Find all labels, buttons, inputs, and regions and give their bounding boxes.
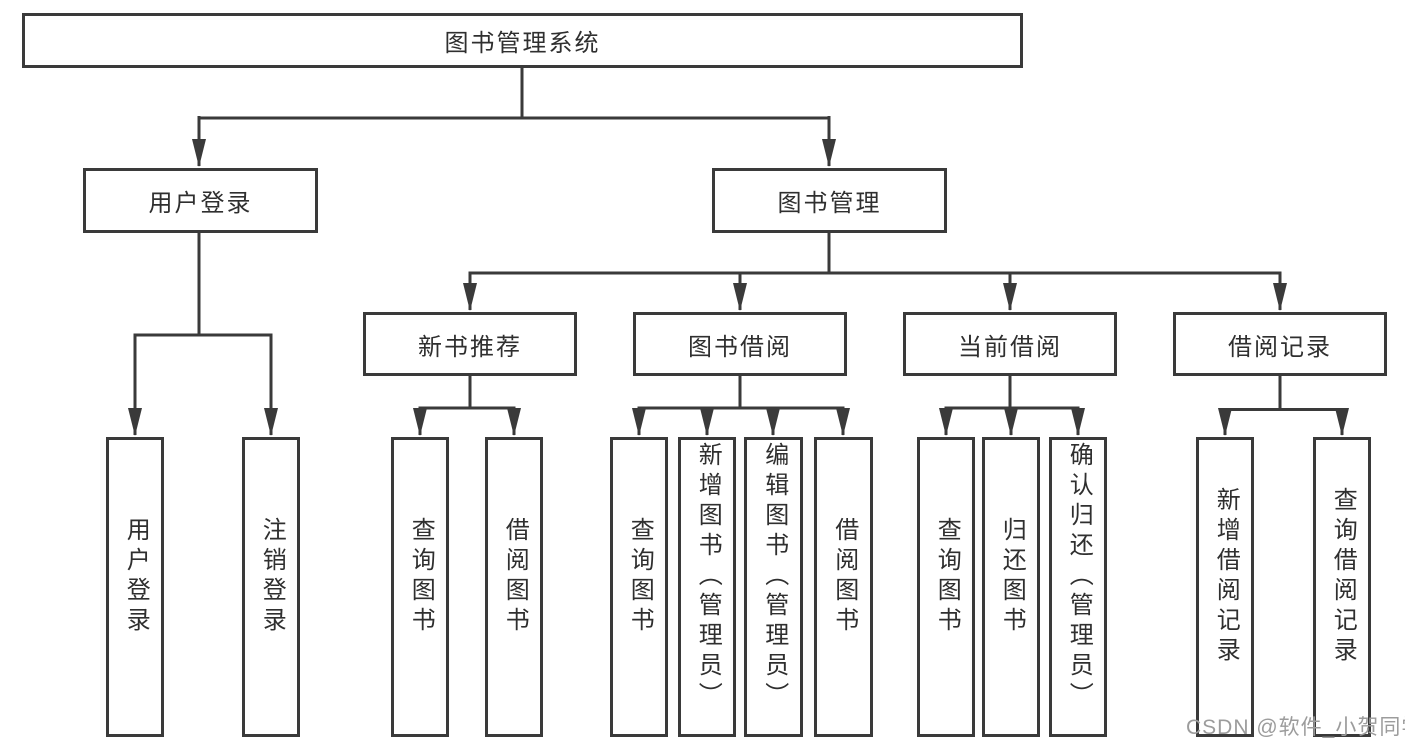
- leaf-cb-confirm: 确认归还（管理员）: [1049, 437, 1107, 737]
- leaf-user-login-label: 用户登录: [122, 517, 150, 637]
- csdn-watermark: CSDN @软件_小贺同学: [1186, 716, 1405, 739]
- leaf-bb-query: 查询图书: [610, 437, 668, 737]
- node-current-borrow-label: 当前借阅: [958, 333, 1062, 361]
- node-book-management: 图书管理: [712, 168, 947, 233]
- node-book-borrow-label: 图书借阅: [688, 333, 792, 361]
- node-borrow-records-label: 借阅记录: [1228, 333, 1332, 361]
- node-new-book-recommend-label: 新书推荐: [418, 333, 522, 361]
- node-borrow-records: 借阅记录: [1173, 312, 1387, 376]
- leaf-nbr-query: 查询图书: [391, 437, 449, 737]
- leaf-nbr-query-label: 查询图书: [407, 517, 435, 637]
- leaf-bb-edit: 编辑图书（管理员）: [744, 437, 803, 737]
- node-user-login-label: 用户登录: [148, 190, 253, 217]
- leaf-bb-edit-label: 编辑图书（管理员）: [760, 442, 788, 712]
- leaf-logout: 注销登录: [242, 437, 300, 737]
- leaf-nbr-borrow: 借阅图书: [485, 437, 543, 737]
- node-new-book-recommend: 新书推荐: [363, 312, 577, 376]
- leaf-bb-query-label: 查询图书: [626, 517, 654, 637]
- leaf-user-login: 用户登录: [106, 437, 164, 737]
- node-book-management-label: 图书管理: [777, 190, 882, 217]
- leaf-logout-label: 注销登录: [258, 517, 286, 637]
- node-root: 图书管理系统: [22, 13, 1023, 68]
- node-current-borrow: 当前借阅: [903, 312, 1117, 376]
- leaf-cb-query: 查询图书: [917, 437, 975, 737]
- leaf-bb-borrow: 借阅图书: [814, 437, 873, 737]
- leaf-br-add-label: 新增借阅记录: [1212, 487, 1240, 667]
- leaf-cb-return-label: 归还图书: [998, 517, 1026, 637]
- leaf-nbr-borrow-label: 借阅图书: [501, 517, 529, 637]
- leaf-bb-borrow-label: 借阅图书: [830, 517, 858, 637]
- leaf-cb-return: 归还图书: [982, 437, 1040, 737]
- leaf-br-query: 查询借阅记录: [1313, 437, 1371, 737]
- leaf-br-query-label: 查询借阅记录: [1329, 487, 1357, 667]
- leaf-bb-add-label: 新增图书（管理员）: [694, 442, 722, 712]
- node-user-login: 用户登录: [83, 168, 318, 233]
- leaf-bb-add: 新增图书（管理员）: [678, 437, 736, 737]
- node-root-label: 图书管理系统: [444, 30, 601, 57]
- node-book-borrow: 图书借阅: [633, 312, 847, 376]
- leaf-cb-confirm-label: 确认归还（管理员）: [1065, 442, 1093, 712]
- leaf-br-add: 新增借阅记录: [1196, 437, 1254, 737]
- leaf-cb-query-label: 查询图书: [933, 517, 961, 637]
